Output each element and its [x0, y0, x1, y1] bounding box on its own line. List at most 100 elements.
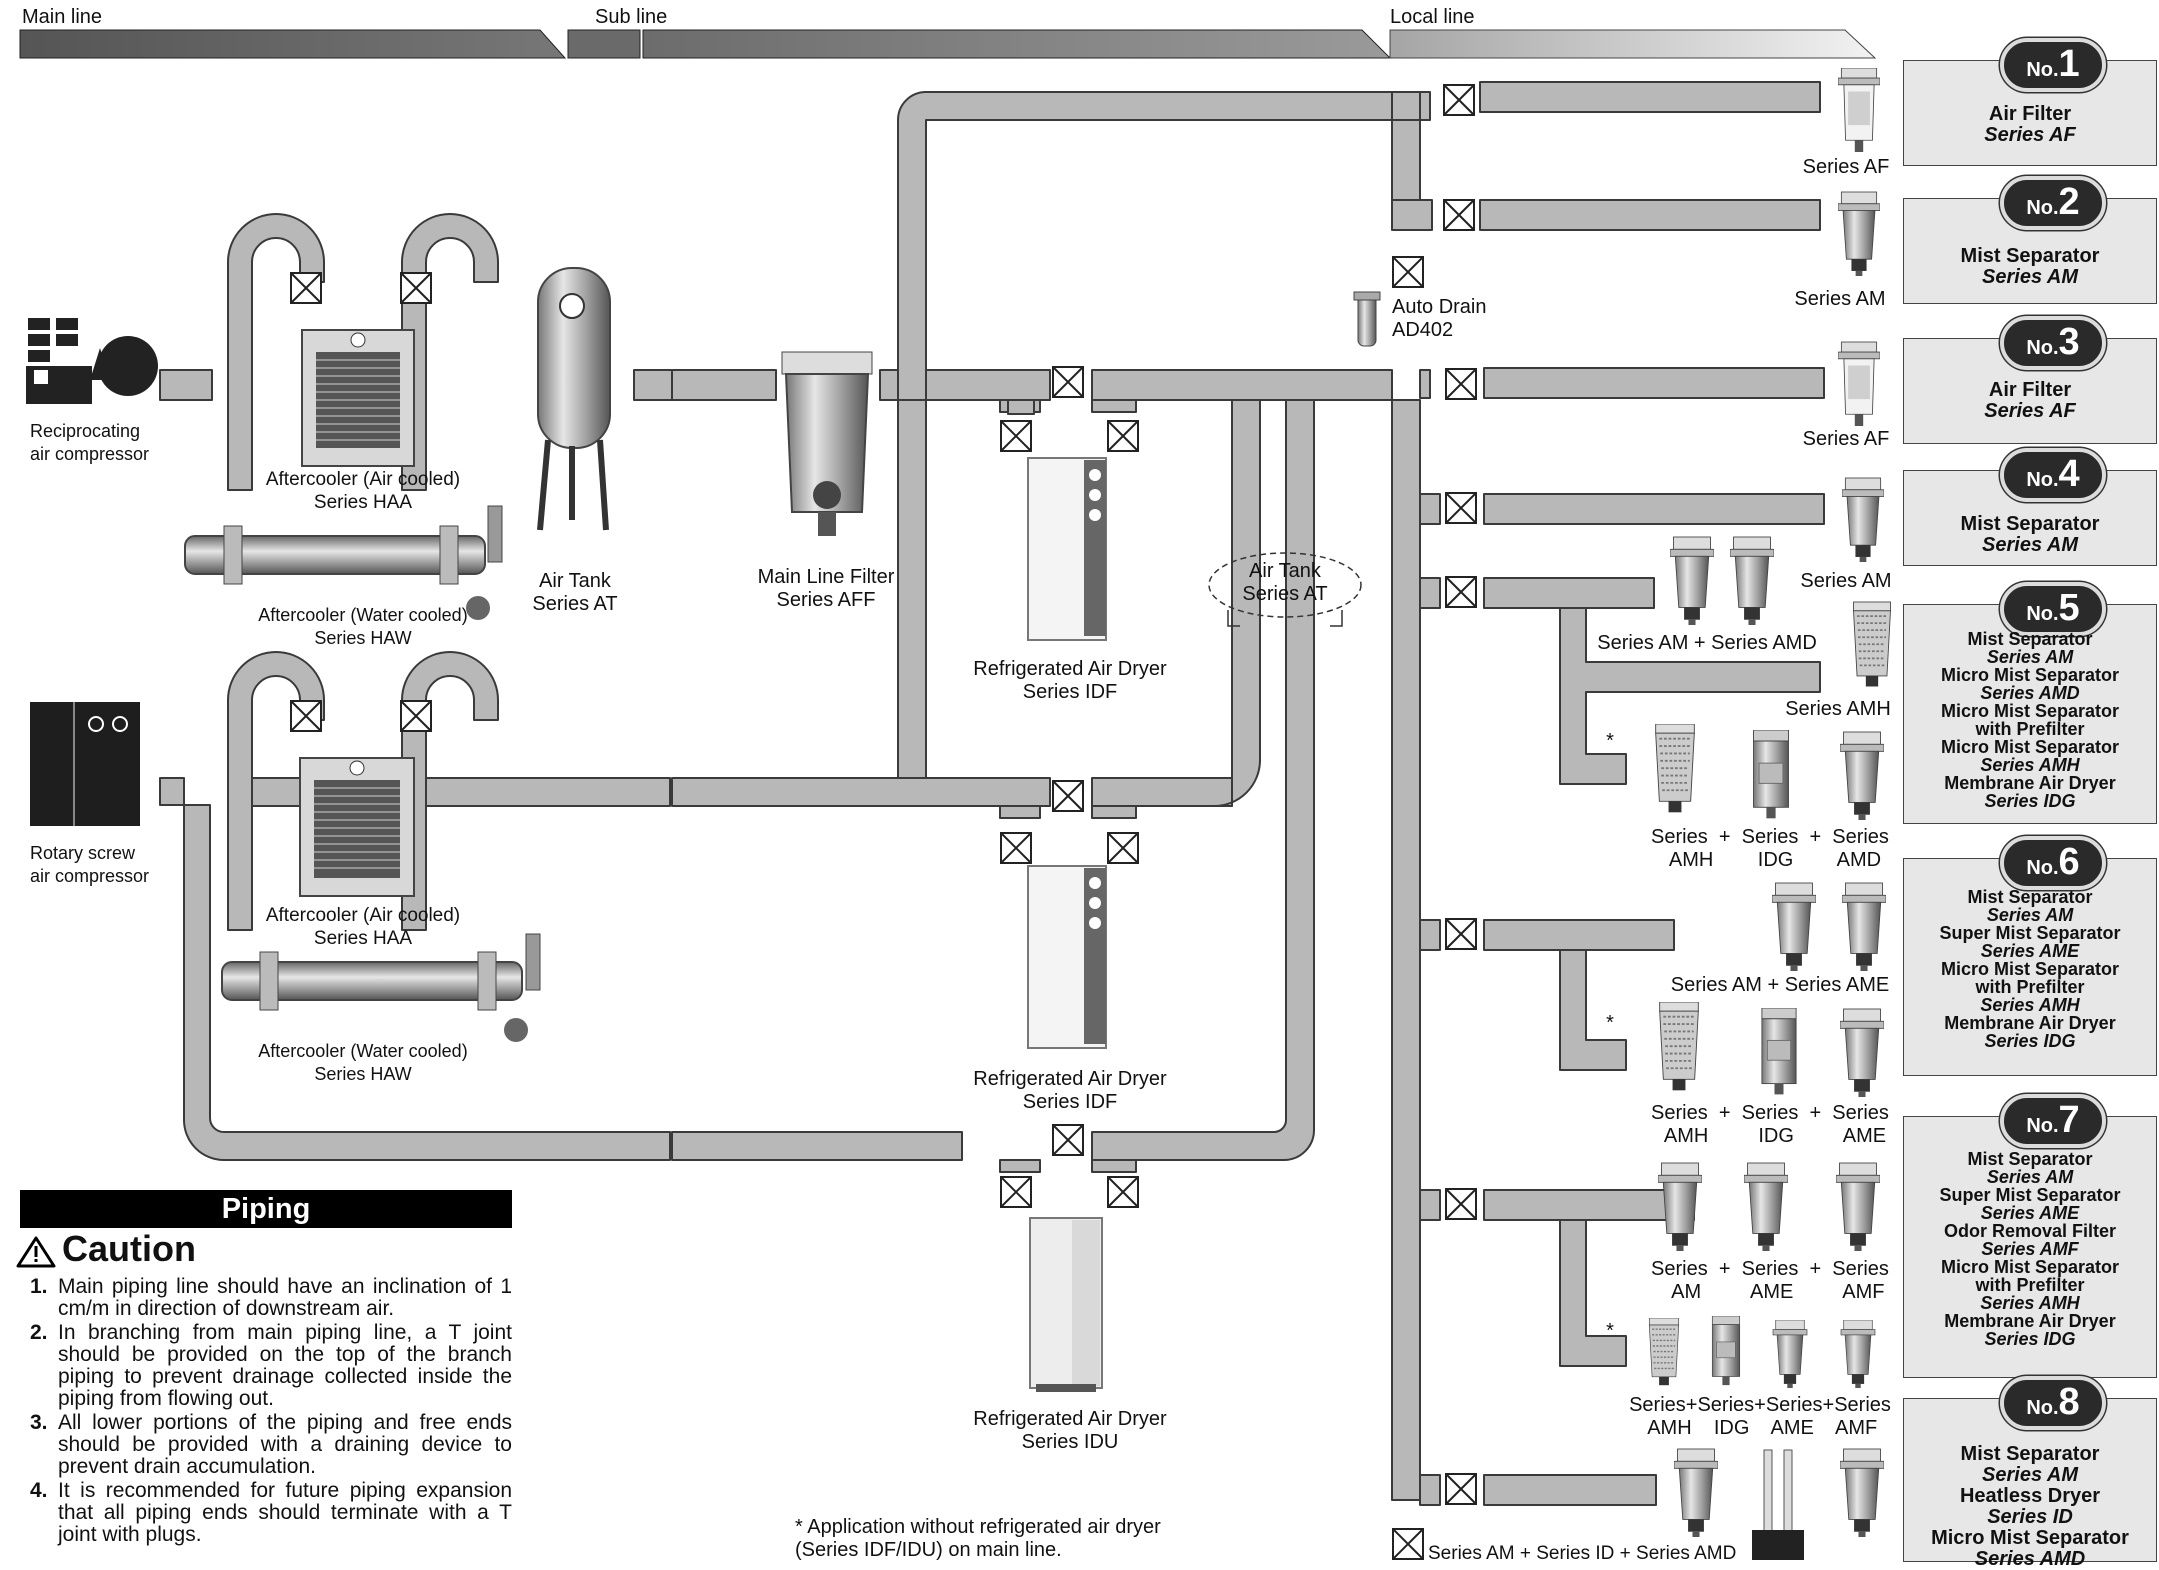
piping-note: 1.Main piping line should have an inclin…: [30, 1276, 512, 1320]
panel-line: Odor Removal Filter: [1943, 1221, 2117, 1241]
panel-line: Super Mist Separator: [1939, 1185, 2121, 1205]
panel-5: [1903, 604, 2157, 824]
badge-number: 2: [2058, 181, 2080, 223]
panel-line: Series IDG: [1984, 1329, 2076, 1349]
badge-number: 6: [2058, 841, 2080, 883]
panel-line: with Prefilter: [1975, 977, 2085, 997]
badge-number: 5: [2058, 587, 2080, 629]
label-series-am-2: Series AM: [1794, 288, 1886, 310]
panel-line: Series IDG: [1984, 791, 2076, 811]
panel-line: Micro Mist Separator: [1931, 1527, 2129, 1549]
label-aftercooler-water-1: Aftercooler (Water cooled)Series HAW: [258, 605, 468, 648]
label-amh-idg-ame-6: Series + Series + Series AMH IDG AME: [1651, 1102, 1889, 1147]
footnote-text: Application without refrigerated air dry…: [795, 1516, 1161, 1561]
note-text: In branching from main piping line, a T …: [58, 1321, 512, 1410]
panel-line: with Prefilter: [1975, 1275, 2085, 1295]
panel-line: Series AMD: [1980, 683, 2080, 703]
panel-number-badge: No.2: [2000, 176, 2106, 230]
label-amh-idg-ame-amf-7: Series+Series+Series+Series AMH IDG AME …: [1629, 1394, 1891, 1439]
panel-line: Membrane Air Dryer: [1944, 1311, 2116, 1331]
panel-line: Micro Mist Separator: [1940, 701, 2120, 721]
compressor-icon: [30, 702, 140, 826]
badge-number: 7: [2058, 1099, 2080, 1141]
label-aftercooler-water-2: Aftercooler (Water cooled)Series HAW: [258, 1041, 468, 1084]
compressor-icon: [26, 318, 158, 404]
note-text: It is recommended for future piping expa…: [58, 1479, 512, 1546]
panel-line: Series AME: [1980, 1203, 2080, 1223]
note-text: All lower portions of the piping and fre…: [58, 1411, 512, 1478]
panel-number-badge: No.6: [2000, 836, 2106, 890]
panel-line: Series AM: [1982, 266, 2078, 288]
badge-prefix: No.: [2026, 337, 2059, 359]
footnote-mark: *: [795, 1516, 803, 1538]
label-am-id-amd-8: Series AM + Series ID + Series AMD: [1428, 1543, 1737, 1564]
panel-line: Mist Separator: [1967, 1149, 2093, 1169]
panel-line: Super Mist Separator: [1939, 923, 2121, 943]
note-number: 4.: [30, 1479, 48, 1502]
panel-line: Series AMD: [1974, 1548, 2086, 1570]
panel-line: Heatless Dryer: [1959, 1485, 2101, 1507]
label-series-af-1: Series AF: [1802, 156, 1890, 178]
panel-line: Series AM: [1982, 534, 2078, 556]
badge-prefix: No.: [2026, 59, 2059, 81]
badge-prefix: No.: [2026, 603, 2059, 625]
caution-heading: Caution: [18, 1228, 196, 1270]
caution-icon: [16, 1236, 56, 1268]
badge-prefix: No.: [2026, 1115, 2059, 1137]
asterisk-6: *: [1606, 1012, 1614, 1034]
caution-text: Caution: [62, 1228, 196, 1269]
section-main-line: Main line: [22, 6, 103, 28]
label-aftercooler-air-2: Aftercooler (Air cooled)Series HAA: [265, 905, 461, 949]
panel-number-badge: No.5: [2000, 582, 2106, 636]
panel-line: Membrane Air Dryer: [1944, 773, 2116, 793]
label-am-amd-5: Series AM + Series AMD: [1597, 632, 1817, 654]
section-local-line: Local line: [1390, 6, 1475, 28]
badge-number: 4: [2058, 453, 2080, 495]
panel-line: Micro Mist Separator: [1940, 665, 2120, 685]
label-amh-idg-amd-5: Series + Series + Series AMH IDG AMD: [1651, 826, 1889, 871]
badge-number: 8: [2058, 1381, 2080, 1423]
label-am-ame-6: Series AM + Series AME: [1670, 974, 1890, 996]
panel-number-badge: No.3: [2000, 316, 2106, 370]
panel-line: Micro Mist Separator: [1940, 737, 2120, 757]
note-number: 3.: [30, 1411, 48, 1434]
panel-number-badge: No.1: [2000, 38, 2106, 92]
panel-line: Series AMH: [1980, 755, 2080, 775]
badge-prefix: No.: [2026, 1397, 2059, 1419]
piping-note: 4. It is recommended for future piping ex…: [30, 1480, 512, 1546]
note-number: 2.: [30, 1321, 48, 1344]
panel-number-badge: No.7: [2000, 1094, 2106, 1148]
panel-line: Micro Mist Separator: [1940, 1257, 2120, 1277]
panel-line: Mist Separator: [1960, 1443, 2100, 1465]
panel-number-badge: No.4: [2000, 448, 2106, 502]
panel-line: Series AMF: [1981, 1239, 2079, 1259]
panel-line: Series AF: [1984, 124, 2076, 146]
panel-line: Series IDG: [1984, 1031, 2076, 1051]
panel-line: Series AMH: [1980, 995, 2080, 1015]
label-am-ame-amf-7: Series + Series + Series AM AME AMF: [1651, 1258, 1889, 1303]
panel-number-badge: No.8: [2000, 1376, 2106, 1430]
asterisk-7: *: [1606, 1320, 1614, 1342]
section-sub-line: Sub line: [595, 6, 668, 28]
panel-line: Mist Separator: [1960, 513, 2100, 535]
badge-prefix: No.: [2026, 857, 2059, 879]
panel-line: Membrane Air Dryer: [1944, 1013, 2116, 1033]
panel-line: Mist Separator: [1967, 629, 2093, 649]
panel-line: Mist Separator: [1967, 887, 2093, 907]
asterisk-5: *: [1606, 730, 1614, 752]
badge-prefix: No.: [2026, 197, 2059, 219]
panel-line: with Prefilter: [1975, 719, 2085, 739]
label-amh-5: Series AMH: [1785, 698, 1891, 720]
